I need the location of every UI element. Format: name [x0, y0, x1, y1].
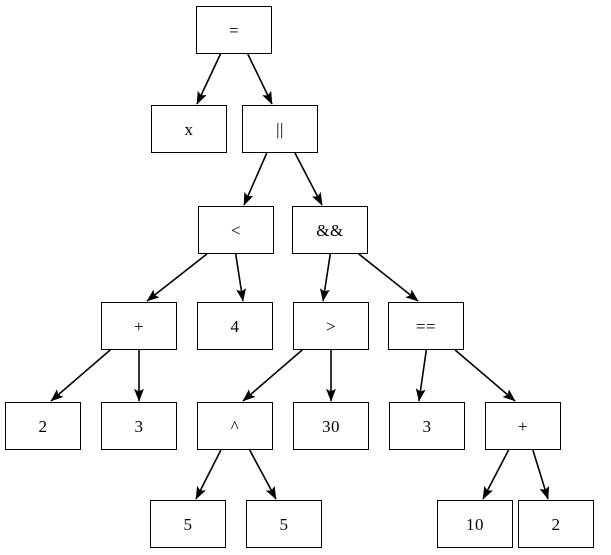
- ast-node-4: 4: [197, 302, 273, 350]
- ast-node-label: &&: [316, 220, 344, 240]
- ast-node-and: &&: [292, 206, 368, 254]
- ast-node-label: 30: [322, 416, 340, 436]
- ast-edge: [196, 53, 222, 105]
- ast-edge: [195, 449, 222, 500]
- ast-node-3: 3: [101, 402, 177, 450]
- ast-node-eq: ==: [388, 302, 464, 350]
- ast-edge: [454, 349, 516, 402]
- ast-edge: [146, 253, 208, 302]
- ast-edge: [358, 253, 419, 302]
- ast-edge: [242, 349, 303, 402]
- ast-node-10: 10: [437, 500, 513, 548]
- ast-node-gt: >: [293, 302, 369, 350]
- ast-node-label: 5: [183, 514, 193, 534]
- ast-node-label: >: [325, 316, 337, 336]
- ast-node-plus: +: [101, 302, 177, 350]
- ast-node-label: <: [230, 220, 242, 240]
- ast-edge: [294, 152, 323, 206]
- ast-node-label: ==: [415, 316, 437, 336]
- ast-node-label: 2: [551, 514, 561, 534]
- ast-edge: [415, 349, 428, 402]
- ast-node-label: ^: [230, 416, 240, 436]
- ast-edge: [234, 253, 247, 302]
- ast-node-3: 3: [389, 402, 465, 450]
- ast-node-2: 2: [518, 500, 594, 548]
- ast-edge: [50, 349, 111, 402]
- ast-node-assign: =: [196, 6, 272, 54]
- ast-node-30: 30: [293, 402, 369, 450]
- ast-node-label: =: [228, 20, 240, 40]
- ast-node-caret: ^: [197, 402, 273, 450]
- ast-node-plus: +: [485, 402, 561, 450]
- ast-node-5: 5: [150, 500, 226, 548]
- ast-edge: [482, 449, 510, 500]
- ast-node-label: 2: [38, 416, 48, 436]
- ast-node-label: 10: [466, 514, 484, 534]
- ast-node-label: 3: [422, 416, 432, 436]
- ast-edge: [248, 449, 277, 500]
- ast-node-2: 2: [5, 402, 81, 450]
- ast-node-or: ||: [242, 105, 318, 153]
- ast-node-label: +: [133, 316, 145, 336]
- ast-node-label: +: [517, 416, 529, 436]
- ast-node-lt: <: [198, 206, 274, 254]
- ast-node-label: ||: [276, 119, 284, 139]
- edges-group: [50, 53, 550, 500]
- ast-edge: [532, 449, 550, 500]
- ast-node-label: 4: [230, 316, 240, 336]
- ast-node-label: 3: [134, 416, 144, 436]
- ast-node-label: 5: [279, 514, 289, 534]
- ast-edge: [243, 152, 268, 206]
- ast-edge: [319, 253, 332, 302]
- ast-node-label: x: [184, 119, 194, 139]
- ast-node-5: 5: [246, 500, 322, 548]
- ast-node-x: x: [151, 105, 227, 153]
- ast-edge: [247, 53, 273, 105]
